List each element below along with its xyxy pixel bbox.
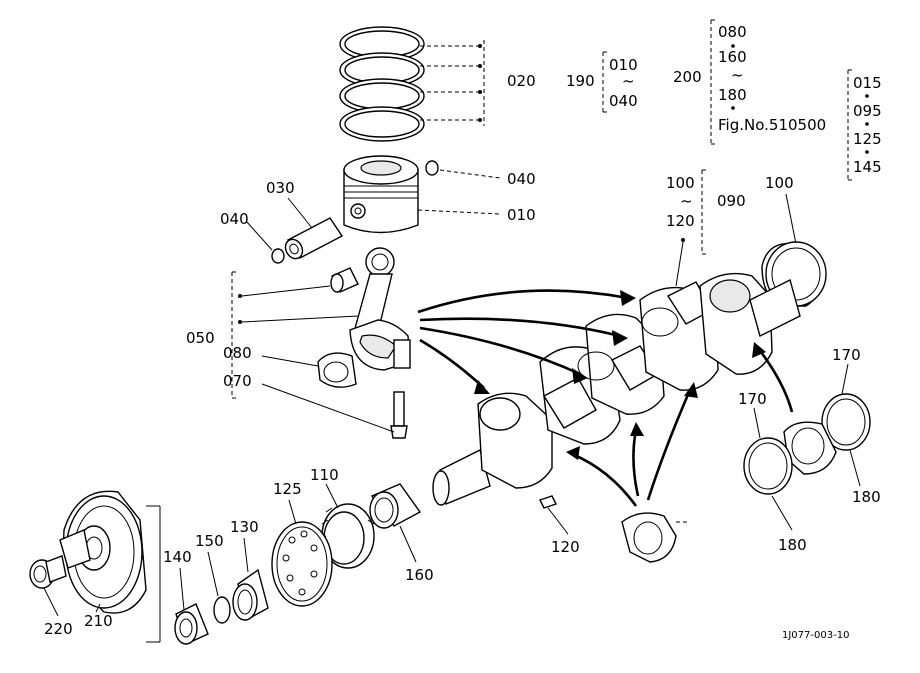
label-080-left: 080 (223, 344, 252, 362)
label-030: 030 (266, 179, 295, 197)
label-100-range-tilde: ~ (680, 192, 693, 210)
label-right-a: 015 (853, 74, 882, 92)
piston-pin (284, 217, 344, 260)
fig-number: Fig.No.510500 (718, 116, 826, 134)
label-040-right: 040 (507, 170, 536, 188)
connecting-rod (349, 247, 411, 371)
sensor-plate (271, 521, 333, 607)
label-180-left: 180 (778, 536, 807, 554)
drawing-code: 1J077-003-10 (782, 630, 849, 641)
label-140: 140 (163, 548, 192, 566)
assembly-arrows (417, 289, 794, 507)
label-110: 110 (310, 466, 339, 484)
roller-bearing (232, 568, 269, 622)
label-190: 190 (566, 72, 595, 90)
label-210: 210 (84, 612, 113, 630)
key (539, 495, 557, 509)
label-090: 090 (717, 192, 746, 210)
label-right-c: 125 (853, 130, 882, 148)
label-200-a: 080 (718, 23, 747, 41)
label-020: 020 (507, 72, 536, 90)
o-ring (213, 596, 231, 624)
label-050: 050 (186, 329, 215, 347)
label-130: 130 (230, 518, 259, 536)
piston-rings (339, 26, 425, 142)
crankshaft (432, 272, 801, 506)
label-180-right: 180 (852, 488, 881, 506)
snap-ring-left (271, 248, 285, 264)
label-100-range-top: 100 (666, 174, 695, 192)
front-bearing (369, 483, 422, 529)
label-170-left: 170 (738, 390, 767, 408)
label-190-tilde: ~ (622, 72, 635, 90)
leader-020 (420, 40, 485, 126)
main-bearing-bottom (783, 421, 837, 475)
pulley-bolt (29, 555, 67, 589)
label-200-c: 180 (718, 86, 747, 104)
snap-ring-right (425, 160, 439, 176)
thrust-washer-lower (743, 437, 793, 495)
label-200-b: 160 (718, 48, 747, 66)
rod-bearing (317, 352, 357, 388)
piston (343, 155, 419, 234)
crankshaft-pulley (59, 490, 147, 614)
label-070: 070 (223, 372, 252, 390)
label-200: 200 (673, 68, 702, 86)
label-220: 220 (44, 620, 73, 638)
label-190-bottom: 040 (609, 92, 638, 110)
label-125: 125 (273, 480, 302, 498)
label-120-key: 120 (551, 538, 580, 556)
label-190-top: 010 (609, 56, 638, 74)
collar (174, 603, 209, 645)
label-200-tilde: ~ (731, 66, 744, 84)
label-150: 150 (195, 532, 224, 550)
label-170-right: 170 (832, 346, 861, 364)
label-right-d: 145 (853, 158, 882, 176)
rod-bolt (390, 391, 408, 439)
label-100-range-bottom: 120 (666, 212, 695, 230)
label-040-left: 040 (220, 210, 249, 228)
label-010: 010 (507, 206, 536, 224)
label-100-right: 100 (765, 174, 794, 192)
thrust-washer-upper (821, 393, 871, 451)
label-right-b: 095 (853, 102, 882, 120)
crank-bearing-halves (621, 512, 690, 563)
label-160: 160 (405, 566, 434, 584)
small-end-bushing (330, 267, 359, 293)
